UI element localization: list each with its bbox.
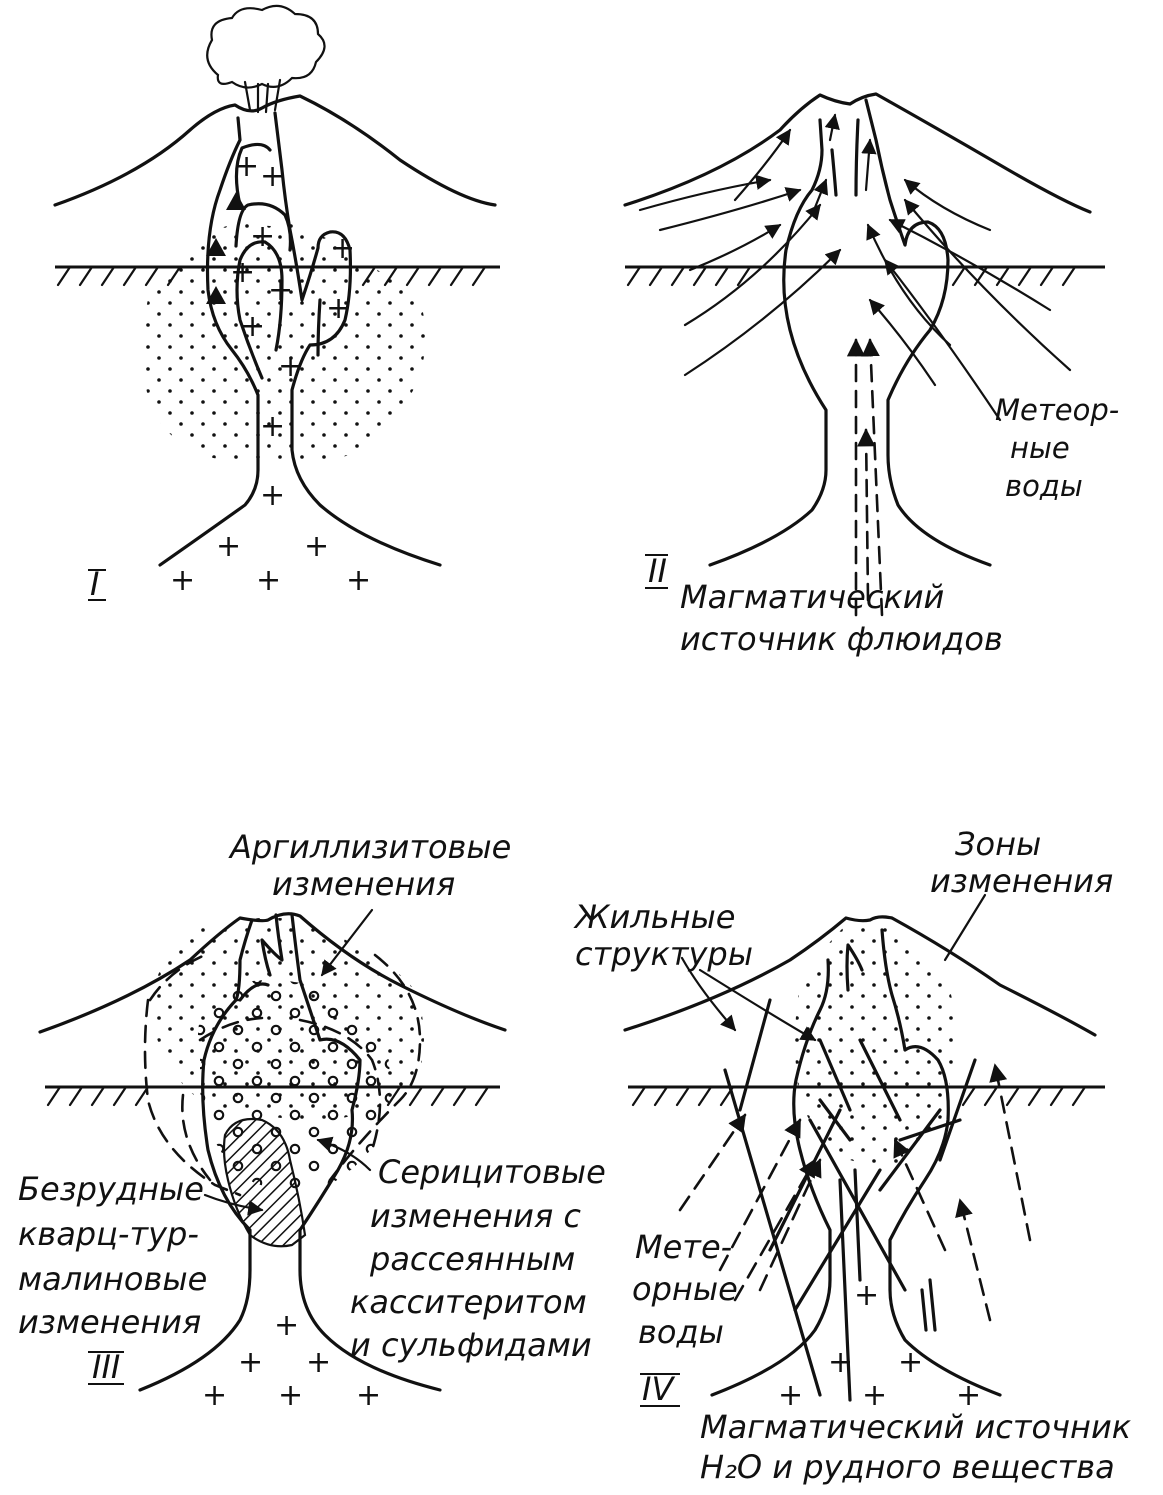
svg-text:H₂O и рудного вещества: H₂O и рудного вещества bbox=[700, 1448, 1115, 1486]
svg-text:+: + bbox=[898, 1345, 923, 1380]
svg-text:+: + bbox=[238, 1345, 263, 1380]
eruption-cloud bbox=[207, 6, 324, 88]
svg-text:Магматический: Магматический bbox=[680, 578, 944, 616]
svg-text:+: + bbox=[256, 563, 281, 598]
vein-structures-label: Жильные структуры bbox=[573, 898, 753, 973]
svg-text:+: + bbox=[828, 1345, 853, 1380]
panel-3: + + + + + + Аргиллизитовые изменения Без… bbox=[18, 222, 606, 1413]
svg-text:+: + bbox=[202, 1378, 227, 1413]
panel-3-numeral: III bbox=[92, 1348, 120, 1386]
svg-text:рассеянным: рассеянным bbox=[369, 1240, 575, 1278]
svg-text:+: + bbox=[260, 478, 285, 513]
svg-text:структуры: структуры bbox=[575, 935, 753, 973]
svg-text:кварц-тур-: кварц-тур- bbox=[18, 1215, 199, 1253]
magmatic-source-label: Магматический источник флюидов bbox=[680, 578, 1003, 658]
svg-text:малиновые: малиновые bbox=[18, 1260, 207, 1298]
magmatic-source-label-4: Магматический источник H₂O и рудного вещ… bbox=[700, 1408, 1132, 1486]
svg-text:изменения: изменения bbox=[18, 1303, 201, 1341]
svg-text:воды: воды bbox=[638, 1313, 724, 1351]
meteoric-water-label-4: Мете- орные воды bbox=[632, 1228, 738, 1351]
panel-4-numeral: IV bbox=[642, 1370, 675, 1408]
svg-text:+: + bbox=[346, 563, 371, 598]
svg-text:+: + bbox=[260, 159, 285, 194]
svg-text:+: + bbox=[278, 1378, 303, 1413]
barren-quartz-tourmaline-label: Безрудные кварц-тур- малиновые изменения bbox=[18, 1170, 207, 1341]
svg-text:Зоны: Зоны bbox=[955, 825, 1041, 863]
panel-2-numeral: II bbox=[648, 552, 667, 590]
svg-text:ные: ные bbox=[1010, 431, 1070, 465]
panel-4: + + + + + + Зоны изменения Жильные струк… bbox=[573, 825, 1132, 1486]
argillic-label: Аргиллизитовые изменения bbox=[228, 828, 511, 903]
sericite-label: Серицитовые изменения с рассеянным касси… bbox=[350, 1153, 606, 1364]
svg-text:+: + bbox=[274, 1308, 299, 1343]
svg-text:+: + bbox=[216, 529, 241, 564]
svg-text:воды: воды bbox=[1005, 469, 1083, 503]
svg-text:изменения с: изменения с bbox=[370, 1197, 581, 1235]
svg-text:Серицитовые: Серицитовые bbox=[378, 1153, 606, 1191]
svg-text:Жильные: Жильные bbox=[573, 898, 735, 936]
svg-text:Магматический источник: Магматический источник bbox=[700, 1408, 1132, 1446]
alteration-zones-label: Зоны изменения bbox=[930, 825, 1113, 900]
svg-text:и сульфидами: и сульфидами bbox=[350, 1326, 592, 1364]
svg-text:+: + bbox=[234, 149, 259, 184]
svg-text:Мете-: Мете- bbox=[635, 1228, 732, 1266]
svg-text:источник флюидов: источник флюидов bbox=[680, 620, 1003, 658]
svg-text:Аргиллизитовые: Аргиллизитовые bbox=[228, 828, 511, 866]
meteoric-water-label: Метеор- ные воды bbox=[995, 393, 1119, 503]
panel-2: Метеор- ные воды Магматический источник … bbox=[625, 94, 1119, 658]
svg-text:Метеор-: Метеор- bbox=[995, 393, 1119, 427]
svg-text:изменения: изменения bbox=[272, 865, 455, 903]
svg-text:+: + bbox=[170, 563, 195, 598]
svg-text:Безрудные: Безрудные bbox=[18, 1170, 204, 1208]
svg-text:касситеритом: касситеритом bbox=[350, 1283, 587, 1321]
svg-text:+: + bbox=[306, 1345, 331, 1380]
svg-text:+: + bbox=[356, 1378, 381, 1413]
svg-text:изменения: изменения bbox=[930, 862, 1113, 900]
svg-text:орные: орные bbox=[632, 1270, 738, 1308]
svg-text:+: + bbox=[854, 1278, 879, 1313]
svg-text:+: + bbox=[304, 529, 329, 564]
